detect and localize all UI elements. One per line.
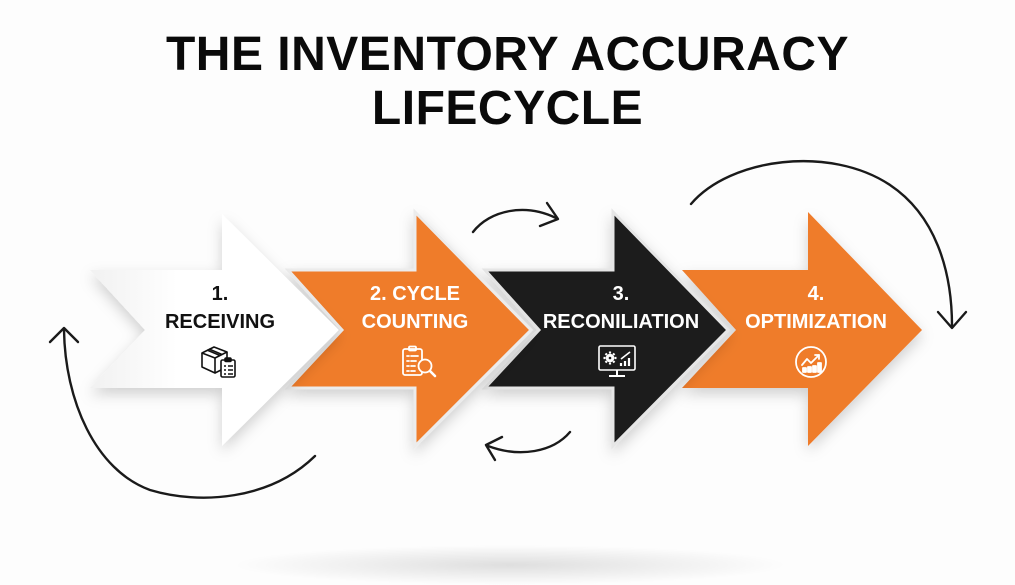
loop-arrow-left	[62, 328, 317, 499]
step-1-arrow	[90, 214, 339, 446]
step-2-arrow	[284, 208, 534, 450]
step-3-name: RECONILIATION	[542, 311, 700, 333]
loop-arrow-right	[689, 160, 954, 328]
loop-arrow-left-head	[48, 326, 80, 344]
small-arrow-bottom	[486, 430, 572, 454]
step-4-arrow	[682, 212, 922, 446]
loop-arrow-right-head	[936, 310, 968, 330]
step-3-arrow	[481, 208, 731, 450]
step-3-number: 3.	[612, 283, 630, 305]
step-2-label: 2. CYCLE COUNTING	[345, 280, 485, 336]
page-title: THE INVENTORY ACCURACY LIFECYCLE	[0, 28, 1015, 136]
step-1-number: 1.	[211, 283, 229, 305]
step-4-number: 4.	[807, 283, 825, 305]
clipboard-magnifier-icon	[402, 345, 437, 378]
small-arrow-top	[471, 208, 558, 234]
small-arrow-bottom-head	[484, 435, 504, 462]
title-line-1: THE INVENTORY ACCURACY	[165, 28, 850, 81]
monitor-gear-chart-icon	[598, 345, 636, 377]
small-arrow-top-head	[538, 201, 560, 228]
step-3-label: 3. RECONILIATION	[536, 280, 706, 336]
step-1-name: RECEIVING	[164, 311, 276, 333]
step-2-name: COUNTING	[361, 311, 469, 333]
title-line-2: LIFECYCLE	[371, 82, 644, 135]
step-1-label: 1. RECEIVING	[150, 280, 290, 336]
box-clipboard-icon	[201, 346, 236, 378]
step-2-number: 2. CYCLE	[369, 283, 461, 305]
growth-chart-circle-icon	[795, 346, 827, 378]
step-4-label: 4. OPTIMIZATION	[731, 280, 901, 336]
step-4-name: OPTIMIZATION	[745, 311, 887, 333]
